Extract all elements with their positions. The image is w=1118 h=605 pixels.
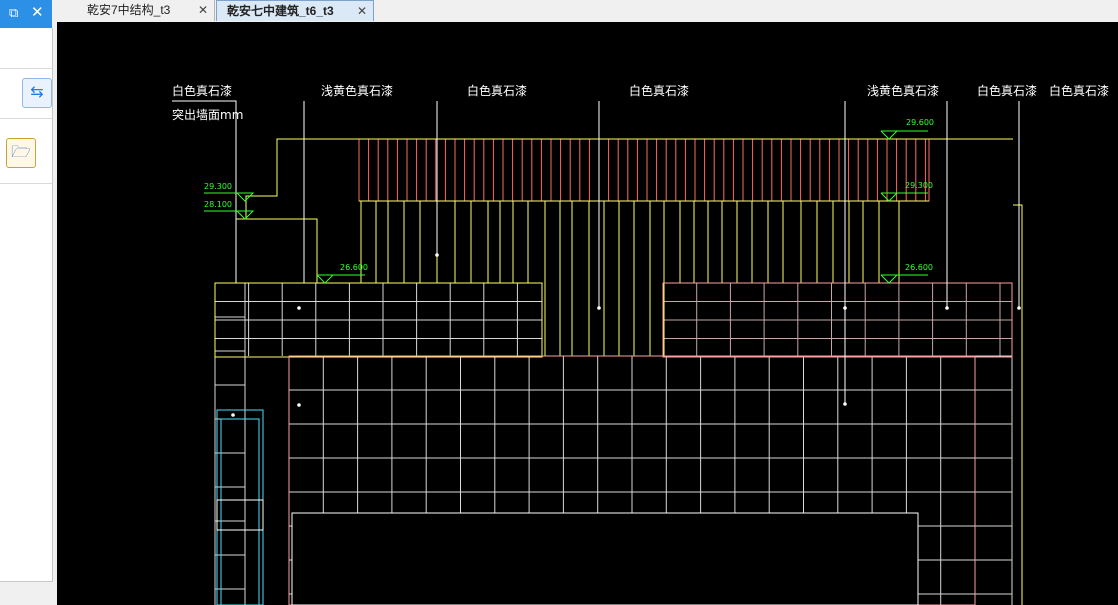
label-white-stone-2: 白色真石漆	[467, 83, 527, 98]
opening-outline	[291, 512, 919, 605]
elevation-step: 26.600	[340, 263, 368, 272]
cad-drawing[interactable]: 白色真石漆 突出墙面mm 浅黄色真石漆 白色真石漆 白色真石漆 浅黄色真石漆 白…	[57, 22, 1118, 605]
close-tab-icon[interactable]: ✕	[197, 3, 208, 17]
label-white-stone-4: 白色真石漆	[977, 83, 1037, 98]
tab-structure-drawing[interactable]: 乾安7中结构_t3 ✕	[57, 0, 215, 21]
label-white-stone-3: 白色真石漆	[629, 83, 689, 98]
elevation-right-step: 26.600	[905, 263, 933, 272]
restore-window-icon[interactable]: ⧉	[9, 5, 19, 20]
tab-label: 乾安7中结构_t3	[87, 3, 171, 17]
roof-profile-step	[246, 218, 318, 283]
label-white-stone-1: 白色真石漆	[172, 83, 232, 98]
main-wall-outline	[288, 355, 976, 605]
elevation-markers	[204, 130, 928, 284]
label-white-stone-5: 白色真石漆	[1049, 83, 1109, 98]
divider	[0, 68, 52, 69]
sync-button[interactable]: ⇆	[22, 78, 52, 108]
upper-left-block	[214, 282, 543, 358]
panel-header: ⧉ ✕	[0, 0, 52, 28]
material-labels: 白色真石漆 突出墙面mm 浅黄色真石漆 白色真石漆 白色真石漆 浅黄色真石漆 白…	[172, 83, 1109, 122]
close-tab-icon[interactable]: ✕	[356, 4, 367, 18]
document-tab-bar: 乾安7中结构_t3 ✕ 乾安七中建筑_t6_t3 ✕	[57, 0, 1118, 23]
elevation-top-right: 29.600	[906, 118, 934, 127]
elevation-parapet-right: 29.300	[905, 181, 933, 190]
left-panel: ⧉ ✕ ⇆ 🗁	[0, 0, 57, 605]
divider	[0, 183, 52, 184]
sync-icon: ⇆	[30, 84, 44, 101]
label-projection: 突出墙面mm	[172, 107, 243, 122]
divider	[0, 118, 52, 119]
upper-right-block	[662, 282, 1013, 358]
open-folder-button[interactable]: 🗁	[6, 138, 36, 168]
label-yellow-stone-1: 浅黄色真石漆	[321, 84, 393, 98]
label-yellow-stone-2: 浅黄色真石漆	[867, 84, 939, 98]
folder-open-icon: 🗁	[11, 144, 31, 161]
tab-architecture-drawing[interactable]: 乾安七中建筑_t6_t3 ✕	[216, 0, 374, 21]
window-column	[216, 409, 264, 605]
close-icon[interactable]: ✕	[31, 4, 44, 21]
cad-drawing-canvas[interactable]: 白色真石漆 突出墙面mm 浅黄色真石漆 白色真石漆 白色真石漆 浅黄色真石漆 白…	[57, 22, 1118, 605]
roof-profile-right	[1013, 204, 1023, 605]
elevation-values: 29.300 28.100 26.600 29.600 29.300 26.60…	[204, 118, 934, 272]
panel-body: ⇆ 🗁	[0, 28, 53, 582]
elevation-left-lower: 28.100	[204, 200, 232, 209]
annotation-leaders	[172, 100, 1021, 417]
elevation-left-upper: 29.300	[204, 182, 232, 191]
tab-label: 乾安七中建筑_t6_t3	[227, 4, 334, 18]
